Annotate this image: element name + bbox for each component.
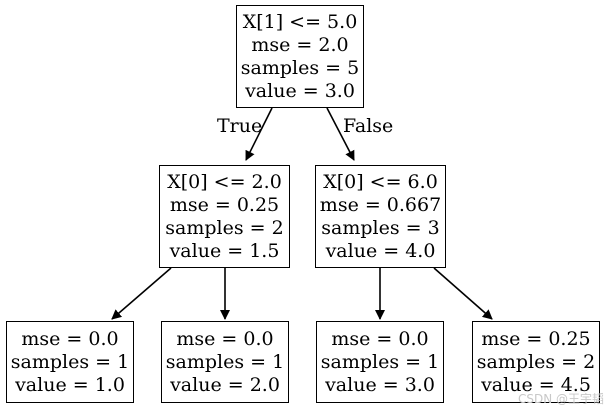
- node-split-condition: X[0] <= 6.0: [323, 170, 438, 193]
- node-samples: samples = 3: [321, 216, 440, 239]
- edge-left-to-leaf-1: [111, 267, 172, 320]
- node-samples: samples = 5: [240, 56, 360, 79]
- edge-label-false: False: [343, 115, 394, 137]
- edge-right-to-leaf-4: [433, 267, 493, 320]
- tree-node-left: X[0] <= 2.0 mse = 0.25 samples = 2 value…: [159, 165, 290, 268]
- node-value: value = 3.0: [325, 373, 435, 396]
- node-mse: mse = 2.0: [251, 33, 349, 56]
- node-samples: samples = 2: [476, 350, 596, 373]
- node-mse: mse = 0.0: [21, 327, 119, 350]
- tree-leaf-2: mse = 0.0 samples = 1 value = 2.0: [161, 321, 289, 403]
- node-mse: mse = 0.25: [481, 327, 591, 350]
- edge-root-to-right: [326, 107, 355, 161]
- node-samples: samples = 1: [10, 350, 130, 373]
- node-mse: mse = 0.25: [169, 193, 280, 216]
- node-split-condition: X[1] <= 5.0: [242, 10, 358, 33]
- node-value: value = 1.5: [169, 239, 280, 262]
- node-mse: mse = 0.0: [331, 327, 429, 350]
- tree-leaf-1: mse = 0.0 samples = 1 value = 1.0: [6, 321, 134, 403]
- node-value: value = 4.0: [325, 239, 436, 262]
- node-mse: mse = 0.667: [319, 193, 442, 216]
- node-mse: mse = 0.0: [176, 327, 274, 350]
- node-samples: samples = 1: [320, 350, 440, 373]
- node-samples: samples = 1: [165, 350, 285, 373]
- watermark: CSDN @王宇韬: [517, 392, 604, 406]
- tree-leaf-3: mse = 0.0 samples = 1 value = 3.0: [316, 321, 444, 403]
- node-value: value = 4.5: [481, 373, 591, 396]
- node-split-condition: X[0] <= 2.0: [167, 170, 282, 193]
- node-samples: samples = 2: [165, 216, 284, 239]
- node-value: value = 1.0: [15, 373, 125, 396]
- tree-leaf-4: mse = 0.25 samples = 2 value = 4.5: [472, 321, 600, 403]
- edge-label-true: True: [217, 115, 263, 137]
- tree-node-root: X[1] <= 5.0 mse = 2.0 samples = 5 value …: [236, 5, 364, 108]
- node-value: value = 3.0: [245, 79, 355, 102]
- node-value: value = 2.0: [170, 373, 280, 396]
- tree-node-right: X[0] <= 6.0 mse = 0.667 samples = 3 valu…: [315, 165, 446, 268]
- edge-root-to-left: [245, 107, 273, 161]
